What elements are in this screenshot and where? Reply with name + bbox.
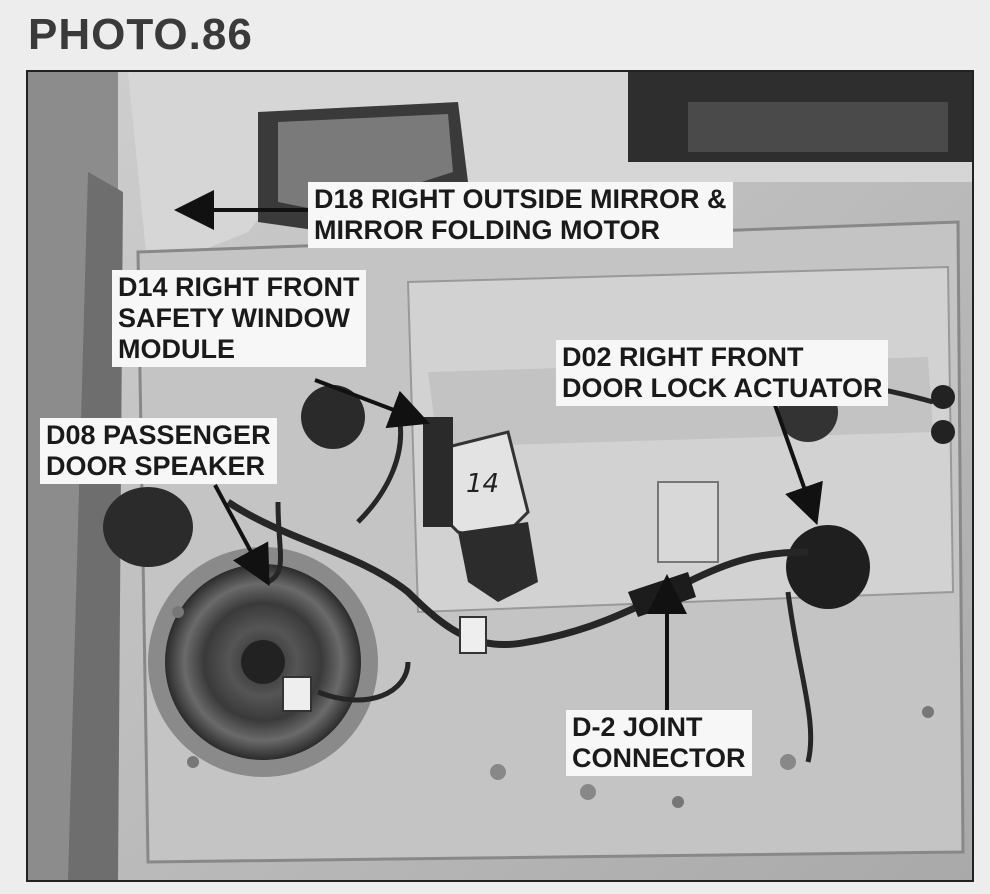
photo-title: PHOTO.86 (28, 10, 253, 59)
callout-d02-lock-actuator: D02 RIGHT FRONT DOOR LOCK ACTUATOR (556, 340, 889, 406)
callout-d14-window-module: D14 RIGHT FRONT SAFETY WINDOW MODULE (112, 270, 366, 367)
motor-marking: 14 (466, 469, 499, 499)
callout-d18-mirror-motor: D18 RIGHT OUTSIDE MIRROR & MIRROR FOLDIN… (308, 182, 733, 248)
callout-d08-door-speaker: D08 PASSENGER DOOR SPEAKER (40, 418, 277, 484)
callout-d2-joint-connector: D-2 JOINT CONNECTOR (566, 710, 752, 776)
